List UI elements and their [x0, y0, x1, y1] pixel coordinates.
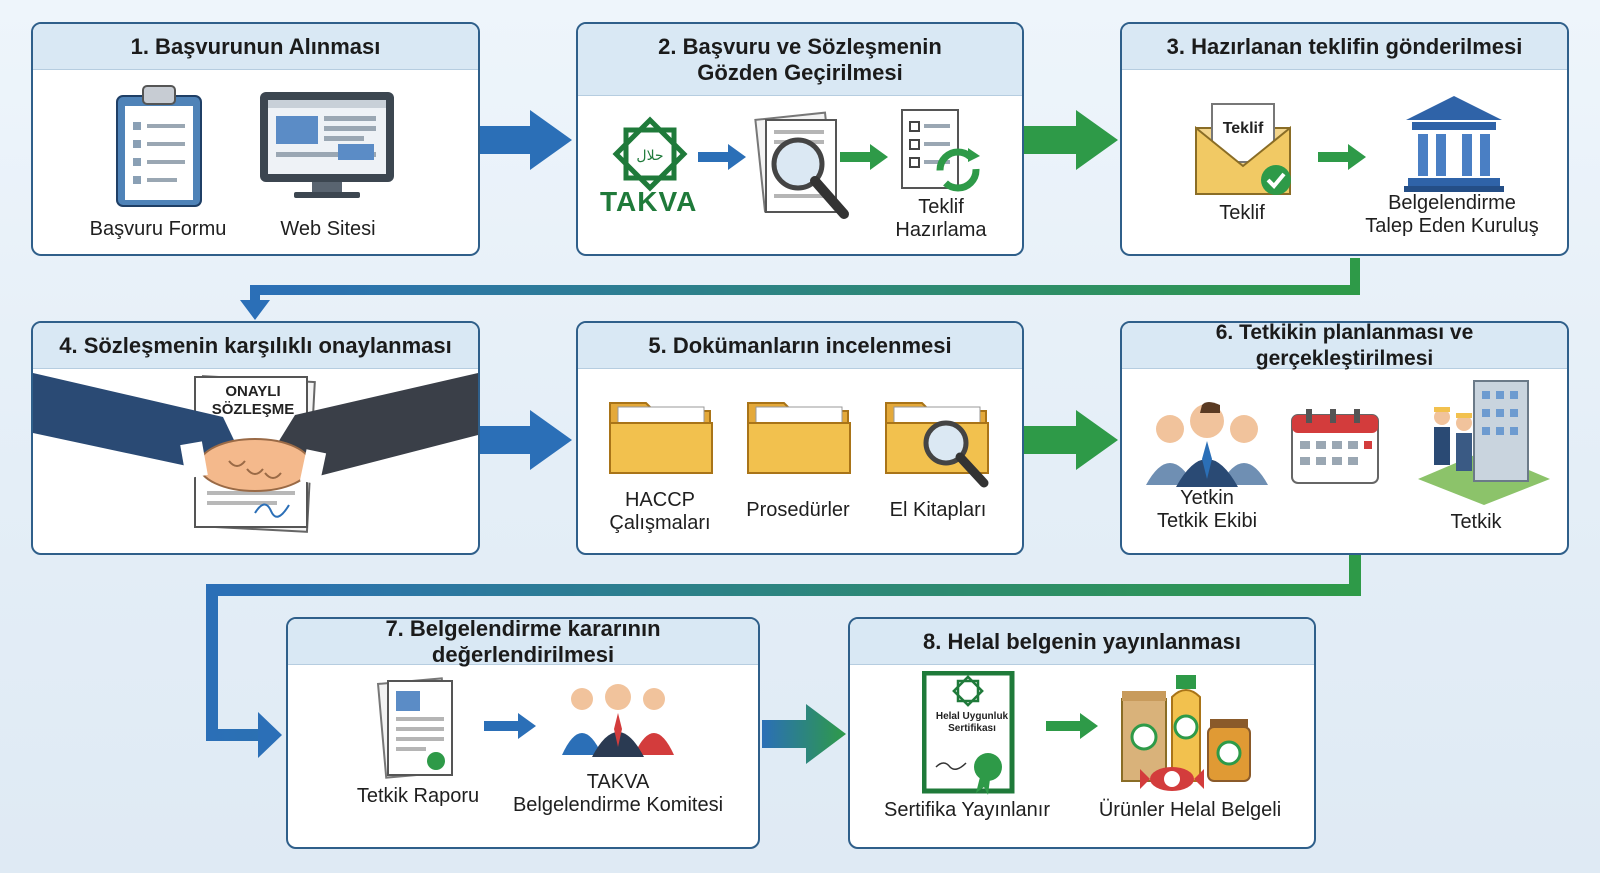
envelope-teklif-text: Teklif	[1222, 120, 1264, 137]
haccp-line2: Çalışmaları	[609, 512, 711, 534]
talep-eden-line2: Talep Eden Kuruluş	[1365, 215, 1539, 237]
certificate-line1: Helal Uygunluk	[935, 711, 1009, 722]
arrow-5-6	[1024, 410, 1118, 470]
yetkin-line2: Tetkik Ekibi	[1156, 510, 1258, 532]
step-2-title-line2: Gözden Geçirilmesi	[697, 59, 903, 85]
step-3-card: 3. Hazırlanan teklifin gönderilmesi Tekl…	[1120, 22, 1569, 256]
committee-icon	[562, 684, 674, 757]
arrow-small-green-icon	[1046, 713, 1098, 739]
contract-title: ONAYLI SÖZLEŞME	[203, 383, 303, 419]
step-5-card: 5. Dokümanların incelenmesi HACCP Çalışm…	[576, 321, 1024, 555]
step-5-title: 5. Dokümanların incelenmesi	[578, 323, 1022, 369]
site-inspection-icon	[1418, 380, 1550, 505]
checklist-refresh-icon	[901, 109, 980, 192]
item-haccp: HACCP Çalışmaları	[590, 489, 730, 535]
item-tetkik: Tetkik	[1450, 511, 1502, 533]
halal-star-logo-icon: حلال	[612, 116, 688, 192]
item-prosedurler: Prosedürler	[746, 499, 850, 521]
komite-line2: Belgelendirme Komitesi	[512, 794, 724, 816]
arrow-4-5	[478, 410, 572, 470]
step-3-title: 3. Hazırlanan teklifin gönderilmesi	[1122, 24, 1567, 70]
komite-line1: TAKVA	[586, 771, 650, 793]
step-2-title: 2. Başvuru ve Sözleşmenin Gözden Geçiril…	[578, 24, 1022, 96]
certificate-title: Helal Uygunluk Sertifikası	[926, 711, 1018, 735]
document-magnifier-icon	[754, 111, 849, 219]
certificate-line2: Sertifikası	[948, 723, 996, 734]
item-urunler-helal-belgeli: Ürünler Helal Belgeli	[1098, 799, 1282, 821]
arrow-7-8	[762, 704, 846, 764]
step-7-card: 7. Belgelendirme kararının değerlendiril…	[286, 617, 760, 849]
item-belgelendirme-talep-eden: Belgelendirme Talep Eden Kuruluş	[1342, 192, 1562, 238]
step-1-card: 1. Başvurunun Alınması Başvuru Formu Web…	[31, 22, 480, 256]
teklif-hazirlama-line2: Hazırlama	[895, 219, 987, 241]
arrow-small-blue-icon	[484, 713, 536, 739]
item-el-kitaplari: El Kitapları	[889, 499, 987, 521]
step-7-title: 7. Belgelendirme kararının değerlendiril…	[288, 619, 758, 667]
arrow-small-green-icon	[840, 144, 888, 170]
step-4-title: 4. Sözleşmenin karşılıklı onaylanması	[33, 323, 478, 369]
step-8-title: 8. Helal belgenin yayınlanması	[850, 619, 1314, 665]
step-4-card: 4. Sözleşmenin karşılıklı onaylanması ON…	[31, 321, 480, 555]
step-1-title: 1. Başvurunun Alınması	[33, 24, 478, 70]
institution-building-icon	[1404, 96, 1504, 192]
folder-magnifier-icon	[885, 402, 989, 488]
item-basvuru-formu: Başvuru Formu	[89, 218, 227, 240]
item-tetkik-raporu: Tetkik Raporu	[356, 785, 480, 807]
item-yetkin-tetkik-ekibi: Yetkin Tetkik Ekibi	[1132, 487, 1282, 533]
haccp-line1: HACCP	[624, 489, 695, 511]
step-6-title: 6. Tetkikin planlanması ve gerçekleştiri…	[1122, 323, 1567, 370]
certificate-icon	[922, 671, 1015, 795]
folder-haccp-icon	[609, 402, 713, 474]
step-8-card: 8. Helal belgenin yayınlanması Helal Uyg…	[848, 617, 1316, 849]
yetkin-line1: Yetkin	[1180, 487, 1234, 509]
arrow-small-blue-icon	[698, 144, 746, 170]
item-teklif: Teklif	[1219, 202, 1265, 224]
teklif-hazirlama-line1: Teklif	[918, 196, 964, 218]
talep-eden-line1: Belgelendirme	[1388, 192, 1516, 214]
svg-text:حلال: حلال	[636, 148, 663, 164]
clipboard-icon	[116, 85, 202, 207]
step-6-card: 6. Tetkikin planlanması ve gerçekleştiri…	[1120, 321, 1569, 555]
halal-products-icon	[1121, 675, 1251, 791]
item-web-sitesi: Web Sitesi	[280, 218, 376, 240]
report-document-icon	[376, 677, 453, 779]
arrow-1-2	[478, 110, 572, 170]
connector-6-7	[206, 555, 1361, 741]
connector-3-4	[250, 258, 1360, 306]
item-sertifika-yayinlanir: Sertifika Yayınlanır	[883, 799, 1050, 821]
handshake-contract-icon	[33, 373, 478, 533]
contract-line1: ONAYLI	[225, 383, 281, 400]
takva-brand: TAKVA	[600, 186, 698, 217]
contract-line2: SÖZLEŞME	[211, 401, 295, 418]
connector-3-4-head	[240, 300, 270, 320]
arrow-2-3	[1024, 110, 1118, 170]
envelope-check-icon	[1195, 103, 1291, 195]
item-takva-komite: TAKVA Belgelendirme Komitesi	[498, 771, 738, 817]
item-teklif-hazirlama: Teklif Hazırlama	[876, 196, 1006, 242]
arrow-small-green-icon	[1318, 144, 1366, 170]
calendar-icon	[1291, 409, 1379, 484]
step-2-title-line1: 2. Başvuru ve Sözleşmenin	[658, 33, 942, 59]
step-2-card: 2. Başvuru ve Sözleşmenin Gözden Geçiril…	[576, 22, 1024, 256]
folder-prosedur-icon	[747, 402, 851, 474]
monitor-icon	[260, 92, 394, 198]
audit-team-icon	[1146, 402, 1268, 487]
connector-6-7-head	[258, 712, 282, 758]
